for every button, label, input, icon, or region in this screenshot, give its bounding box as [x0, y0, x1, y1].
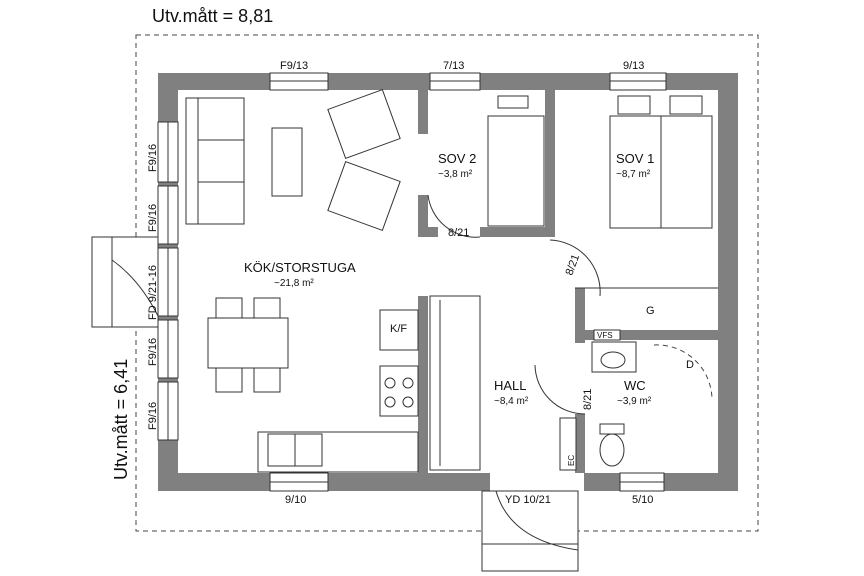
- left-window-3-label: F9/16: [147, 338, 159, 366]
- left-window-4-label: F9/16: [147, 402, 159, 430]
- sov2-door-label: 8/21: [448, 227, 469, 239]
- left-door-label: FD 9/21-16: [147, 265, 159, 320]
- bedroom-furniture: [487, 95, 713, 229]
- vent-label: VFS: [597, 331, 613, 340]
- wc-area: ~3,9 m²: [617, 396, 652, 407]
- bottom-window-1-label: 9/10: [285, 494, 306, 506]
- left-window-2-label: F9/16: [147, 204, 159, 232]
- bedroom2-name: SOV 2: [438, 151, 476, 166]
- entrance-steps: [481, 490, 579, 572]
- bedroom1-area: ~8,7 m²: [616, 169, 651, 180]
- bedroom2-area: ~3,8 m²: [438, 169, 473, 180]
- wc-name: WC: [624, 378, 646, 393]
- wc-fixtures: [559, 341, 637, 471]
- terrace-door: [91, 236, 159, 328]
- storage-label: G: [646, 305, 655, 317]
- sov1-door-label: 8/21: [564, 253, 583, 277]
- left-window-1-label: F9/16: [147, 144, 159, 172]
- electric-label: EC: [567, 455, 576, 466]
- hall-name: HALL: [494, 378, 527, 393]
- hall-area: ~8,4 m²: [494, 396, 529, 407]
- interior-walls: [418, 90, 718, 474]
- kitchen-units: [257, 309, 419, 473]
- interior-doors: [427, 194, 713, 415]
- exterior-walls: [157, 72, 738, 492]
- wc-door-label: 8/21: [582, 389, 594, 410]
- hall-wardrobe: [429, 295, 481, 471]
- living-furniture: [185, 89, 401, 393]
- fridge-label: K/F: [390, 323, 407, 335]
- top-window-3-label: 9/13: [623, 60, 644, 72]
- bottom-window-2-label: 5/10: [632, 494, 653, 506]
- outer-width-dimension: Utv.mått = 8,81: [152, 6, 273, 26]
- bedroom1-name: SOV 1: [616, 151, 654, 166]
- kitchen-living-area: ~21,8 m²: [274, 278, 314, 289]
- wc-d-label: D: [686, 359, 694, 371]
- outer-boundary: [135, 34, 759, 532]
- kitchen-living-name: KÖK/STORSTUGA: [244, 260, 356, 275]
- top-window-2-label: 7/13: [443, 60, 464, 72]
- outer-depth-dimension: Utv.mått = 6,41: [111, 359, 131, 480]
- top-window-1-label: F9/13: [280, 60, 308, 72]
- entrance-door-label: YD 10/21: [505, 494, 551, 506]
